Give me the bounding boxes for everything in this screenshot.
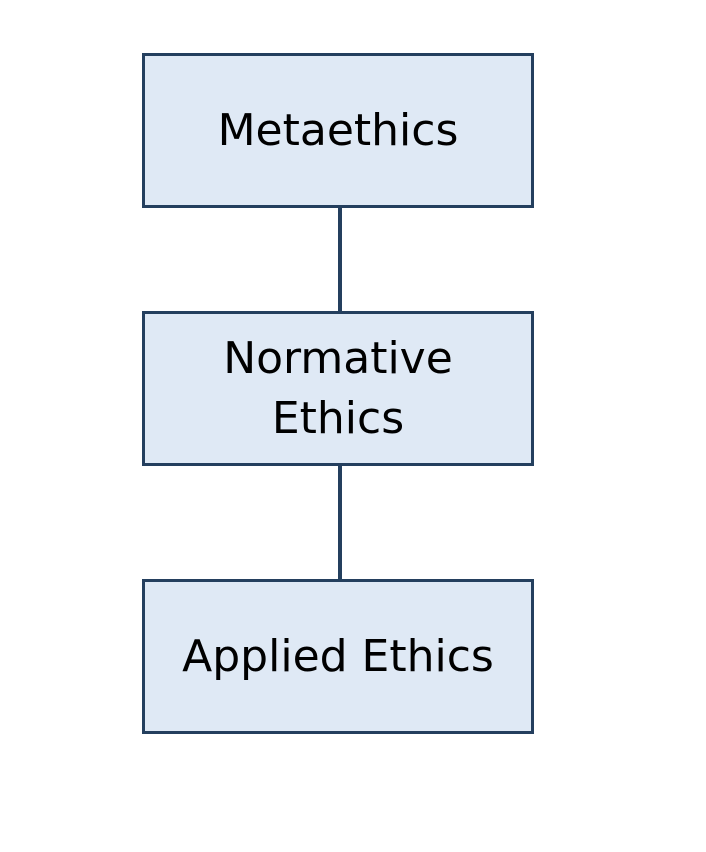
node-applied-ethics: Applied Ethics: [142, 579, 534, 734]
node-normative-ethics-label: Normative Ethics: [223, 332, 453, 444]
connector-metaethics-normative: [338, 208, 342, 315]
connector-normative-applied: [338, 466, 342, 583]
node-metaethics-label: Metaethics: [217, 104, 459, 156]
node-metaethics: Metaethics: [142, 53, 534, 208]
node-applied-ethics-label: Applied Ethics: [182, 630, 494, 682]
node-normative-ethics: Normative Ethics: [142, 311, 534, 466]
